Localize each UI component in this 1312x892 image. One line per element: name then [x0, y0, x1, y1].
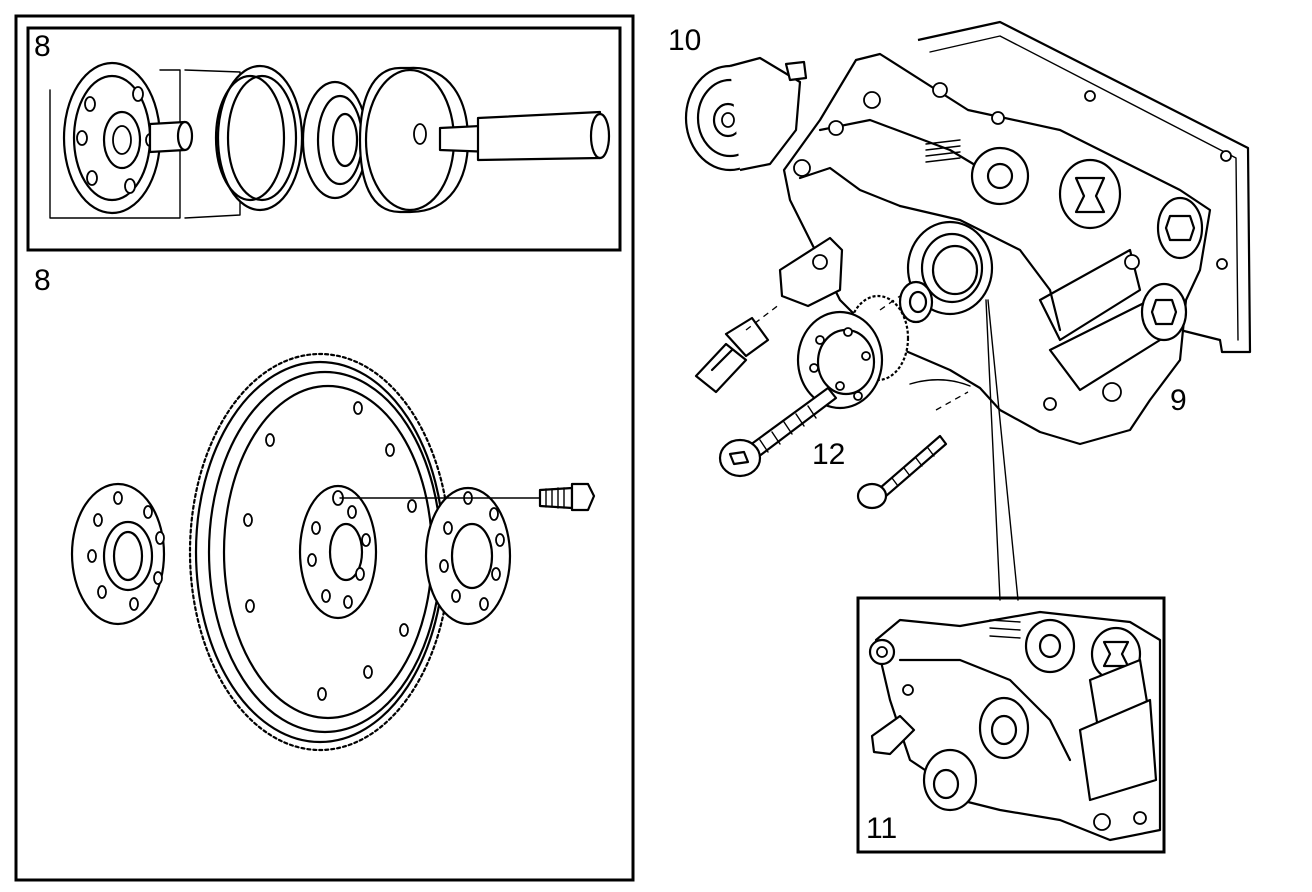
tensioner-pulley-drawing [684, 56, 808, 172]
seal-installer-drawing [49, 61, 611, 219]
long-bolt-drawing [718, 386, 838, 478]
label-inset-top-left: 8 [34, 30, 51, 63]
label-pump: 12 [812, 438, 846, 471]
label-left-panel: 8 [34, 264, 51, 297]
flywheel-drawing [188, 352, 452, 752]
flywheel-bolt-drawing [538, 482, 596, 512]
sensor-drawing [694, 316, 770, 394]
bolt-drawing [856, 434, 948, 510]
label-damper: 10 [668, 24, 702, 57]
label-housing: 9 [1170, 384, 1187, 417]
washer-plate-left [70, 482, 166, 626]
oil-pump-housing-drawing [778, 20, 1252, 446]
bottom-inset-frame [856, 596, 1166, 854]
label-inset-bottom-right: 11 [866, 812, 898, 845]
housing-detail-drawing [868, 610, 1162, 842]
washer-plate-right [424, 486, 512, 626]
left-panel-frame [14, 14, 635, 882]
top-inset-frame [26, 26, 622, 252]
sprocket-drawing [796, 280, 934, 410]
